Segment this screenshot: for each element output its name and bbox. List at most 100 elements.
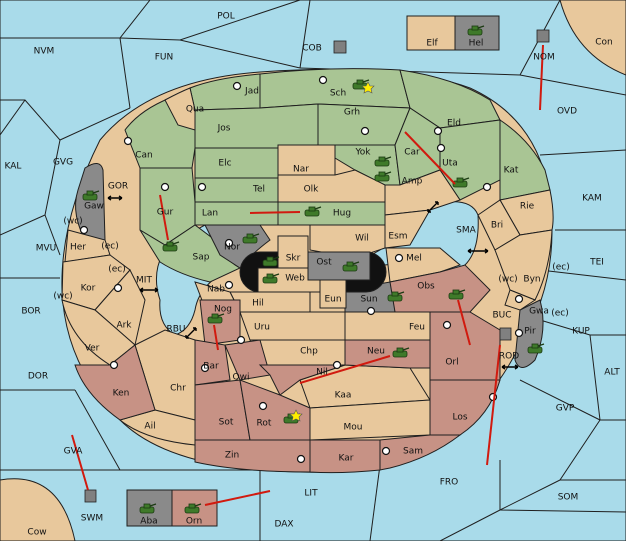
province-sam[interactable] bbox=[379, 434, 462, 471]
label-fro: FRO bbox=[440, 478, 459, 488]
province-aba[interactable] bbox=[126, 489, 173, 527]
army-tank[interactable] bbox=[162, 241, 180, 252]
label-obs: Obs bbox=[417, 282, 435, 292]
province-elf[interactable] bbox=[406, 15, 456, 51]
army-tank[interactable] bbox=[139, 503, 157, 514]
label-rie: Rie bbox=[520, 202, 535, 212]
label-gaw: Gaw bbox=[84, 202, 104, 212]
label-dax: DAX bbox=[274, 520, 293, 530]
supply-center bbox=[296, 454, 306, 464]
label-sma: SMA bbox=[456, 226, 476, 236]
province-ken[interactable] bbox=[74, 344, 156, 421]
order-arrow bbox=[249, 211, 301, 214]
label-uru: Uru bbox=[254, 323, 270, 333]
label-mel: Mel bbox=[406, 254, 422, 264]
army-tank[interactable] bbox=[467, 25, 485, 36]
province-jos[interactable] bbox=[194, 103, 319, 149]
label-her: Her bbox=[70, 243, 86, 253]
label-kor: Kor bbox=[81, 284, 96, 294]
army-tank[interactable] bbox=[82, 190, 100, 201]
supply-center bbox=[79, 225, 89, 235]
label-kal: KAL bbox=[5, 162, 22, 172]
label-wil: Wil bbox=[355, 234, 369, 244]
army-tank[interactable] bbox=[304, 206, 322, 217]
province-hil[interactable] bbox=[229, 291, 311, 313]
label-zin: Zin bbox=[225, 451, 239, 461]
label-ail: Ail bbox=[144, 422, 155, 432]
supply-center bbox=[109, 360, 119, 370]
label-kar: Kar bbox=[339, 454, 354, 464]
army-tank[interactable] bbox=[392, 347, 410, 358]
army-tank[interactable] bbox=[448, 289, 466, 300]
supply-center bbox=[381, 446, 391, 456]
label-sch: Sch bbox=[330, 89, 346, 99]
province-esm[interactable] bbox=[384, 209, 431, 249]
supply-center bbox=[197, 182, 207, 192]
label-kup: KUP bbox=[572, 327, 590, 337]
province-obs[interactable] bbox=[389, 264, 491, 313]
province-hug[interactable] bbox=[277, 201, 386, 226]
fleet-marker[interactable] bbox=[536, 29, 550, 43]
label-neu: Neu bbox=[367, 347, 385, 357]
fleet-marker[interactable] bbox=[84, 489, 97, 503]
label-ec-3: (ec) bbox=[552, 263, 570, 273]
label-yok: Yok bbox=[354, 148, 371, 158]
province-eun[interactable] bbox=[319, 279, 347, 309]
army-tank[interactable] bbox=[242, 233, 260, 244]
province-elc[interactable] bbox=[194, 147, 279, 179]
label-amp: Amp bbox=[402, 177, 423, 187]
label-sap: Sap bbox=[193, 253, 210, 263]
province-bar[interactable] bbox=[194, 339, 231, 386]
label-jos: Jos bbox=[217, 124, 231, 134]
label-eld: Eld bbox=[447, 119, 461, 129]
label-bri: Bri bbox=[491, 221, 503, 231]
units bbox=[82, 25, 550, 514]
label-ec-2: (ec) bbox=[108, 265, 126, 275]
strait-arrow bbox=[501, 364, 519, 370]
province-uta[interactable] bbox=[439, 119, 501, 201]
label-fun: FUN bbox=[155, 53, 174, 63]
army-tank[interactable] bbox=[342, 261, 360, 272]
label-sun: Sun bbox=[360, 295, 377, 305]
label-nog: Nog bbox=[214, 305, 232, 315]
label-mou: Mou bbox=[344, 423, 363, 433]
label-gvp: GVP bbox=[556, 404, 575, 414]
order-arrow bbox=[404, 131, 456, 185]
label-pol: POL bbox=[217, 12, 235, 22]
order-arrow bbox=[204, 490, 271, 506]
army-tank[interactable] bbox=[374, 156, 392, 167]
army-tank[interactable] bbox=[374, 171, 392, 182]
army-tank[interactable] bbox=[387, 291, 405, 302]
province-nil[interactable] bbox=[258, 364, 346, 396]
label-wc-1: (wc) bbox=[63, 217, 82, 227]
province-skr[interactable] bbox=[277, 235, 309, 269]
supply-center bbox=[258, 401, 268, 411]
label-aba: Aba bbox=[140, 517, 157, 527]
army-tank[interactable] bbox=[184, 503, 202, 514]
province-qua[interactable] bbox=[164, 87, 196, 131]
label-kam: KAM bbox=[582, 194, 602, 204]
label-rod: ROD bbox=[499, 352, 519, 362]
army-tank[interactable] bbox=[207, 313, 225, 324]
province-tel[interactable] bbox=[194, 177, 279, 203]
province-neu[interactable] bbox=[344, 339, 431, 369]
province-mel[interactable] bbox=[385, 247, 461, 283]
label-ver: Ver bbox=[85, 344, 100, 354]
label-bar: Bar bbox=[203, 362, 219, 372]
province-rot[interactable] bbox=[239, 379, 311, 441]
fleet-marker[interactable] bbox=[333, 40, 347, 54]
label-hug: Hug bbox=[333, 209, 351, 219]
province-grh[interactable] bbox=[317, 103, 411, 146]
label-wc-2: (wc) bbox=[498, 275, 517, 285]
army-tank[interactable] bbox=[527, 343, 545, 354]
strait-arrow bbox=[139, 287, 159, 293]
army-tank[interactable] bbox=[452, 177, 470, 188]
army-tank[interactable] bbox=[262, 256, 280, 267]
label-gva: GVA bbox=[64, 447, 84, 457]
fleet-marker[interactable] bbox=[499, 327, 512, 341]
label-sam: Sam bbox=[403, 447, 423, 457]
supply-center bbox=[113, 283, 123, 293]
label-orl: Orl bbox=[445, 358, 458, 368]
army-tank[interactable] bbox=[262, 273, 280, 284]
